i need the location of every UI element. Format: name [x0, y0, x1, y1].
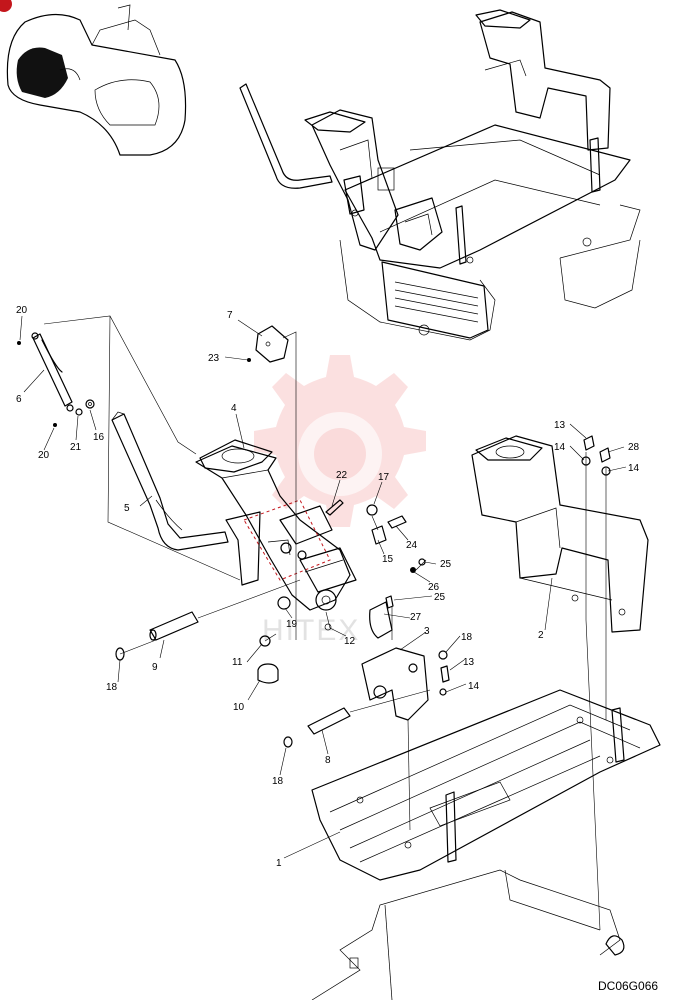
callout-8: 8	[325, 755, 331, 766]
mounting-bracket	[361, 647, 429, 721]
gas-spring	[17, 332, 95, 427]
callout-2: 2	[538, 630, 544, 641]
drawing-code: DC06G066	[598, 979, 658, 993]
callout-15: 15	[382, 554, 394, 565]
clip	[369, 601, 393, 639]
callout-12: 12	[344, 636, 356, 647]
callout-leaders	[19, 315, 627, 859]
callout-13a: 13	[554, 420, 566, 431]
base-plate	[311, 689, 661, 881]
callout-14c: 14	[468, 681, 480, 692]
callout-11: 11	[232, 657, 243, 668]
callout-25b: 25	[434, 592, 446, 603]
callout-labels: 20 6 20 21 16 5 4 7 23 22 17 15 24 25 26…	[16, 305, 640, 869]
lever	[111, 411, 229, 551]
watermark-gear-logo: HITEX	[254, 355, 426, 647]
callout-4: 4	[231, 403, 237, 414]
callout-1: 1	[276, 858, 282, 869]
exploded-view	[17, 325, 661, 1000]
callout-17: 17	[378, 472, 390, 483]
callout-25a: 25	[440, 559, 452, 570]
machine-location-inset	[0, 0, 187, 156]
pin	[149, 611, 199, 641]
assembled-view	[239, 9, 641, 341]
callout-20a: 20	[16, 305, 28, 316]
callout-18c: 18	[461, 632, 473, 643]
callout-14b: 14	[628, 463, 640, 474]
callout-20b: 20	[38, 450, 50, 461]
callout-19: 19	[286, 619, 298, 630]
callout-3: 3	[424, 626, 430, 637]
callout-28: 28	[628, 442, 640, 453]
callout-18a: 18	[106, 682, 118, 693]
callout-18b: 18	[272, 776, 284, 787]
callout-16: 16	[93, 432, 105, 443]
callout-14a: 14	[554, 442, 566, 453]
callout-27: 27	[410, 612, 422, 623]
callout-6: 6	[16, 394, 22, 405]
right-bracket	[471, 435, 649, 633]
callout-22: 22	[336, 470, 348, 481]
assembly-guide-lines	[43, 315, 607, 931]
callout-7: 7	[227, 310, 233, 321]
console-bracket	[195, 439, 357, 611]
callout-21: 21	[70, 442, 82, 453]
callout-24: 24	[406, 540, 418, 551]
callout-13b: 13	[463, 657, 475, 668]
callout-23: 23	[208, 353, 220, 364]
watermark-text: HITEX	[262, 614, 360, 647]
callout-9: 9	[152, 662, 158, 673]
bracket-part	[255, 325, 289, 363]
callout-26: 26	[428, 582, 440, 593]
callout-5: 5	[124, 503, 130, 514]
callout-10: 10	[233, 702, 245, 713]
